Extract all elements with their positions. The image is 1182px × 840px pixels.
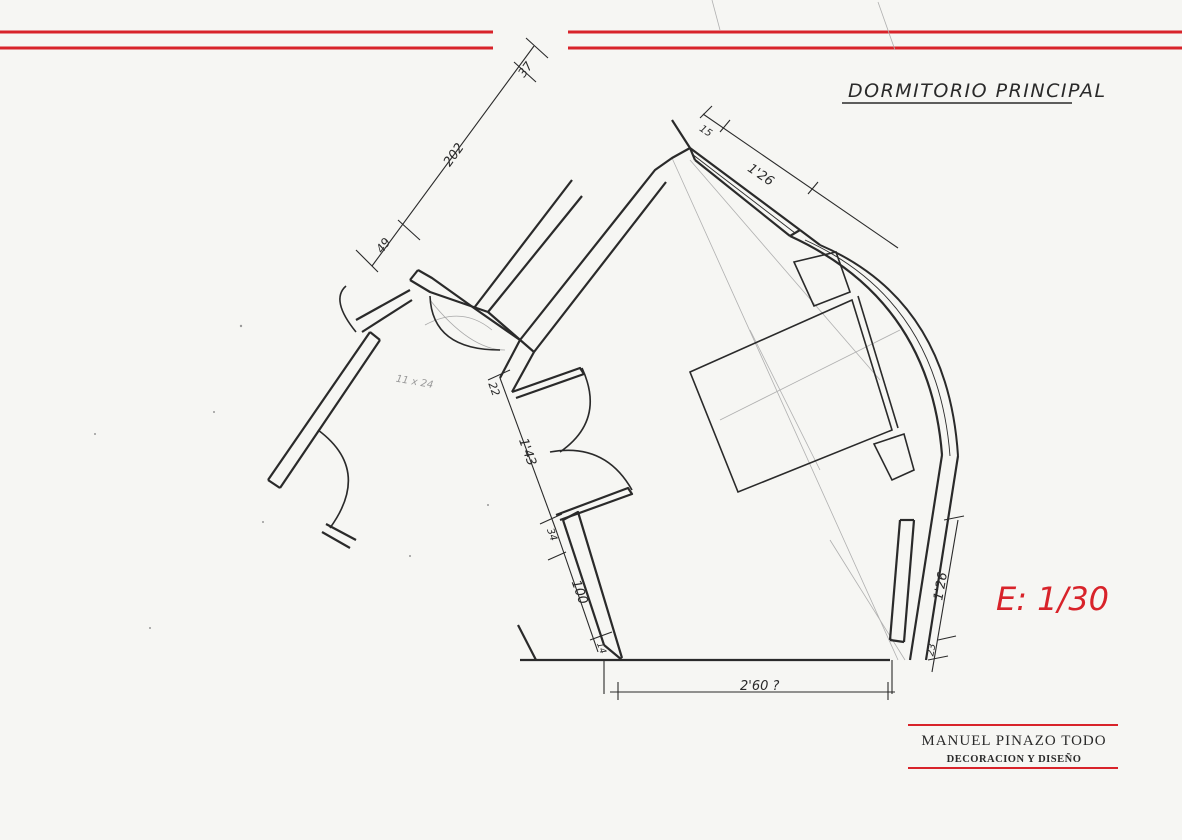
bed [688, 251, 915, 494]
dim-bottom-260: 2'60 ? [740, 679, 780, 694]
pencil-guides [424, 0, 906, 661]
plan-walls [267, 119, 960, 662]
dim-left-14: 14 [594, 641, 607, 655]
header-rules [0, 30, 1182, 50]
dim-right-23: 23 [925, 643, 938, 657]
stray-marks [94, 324, 489, 629]
dim-left-143: 1'43 [515, 436, 539, 468]
author-block: MANUEL PINAZO TODO DECORACION Y DISEÑO [908, 724, 1118, 769]
dim-top-126: 1'26 [744, 161, 776, 189]
dimension-labels: 15 1'26 37 202 49 22 11 x 24 1'43 34 100… [373, 59, 951, 694]
door-swings [317, 285, 633, 529]
dim-left-34: 34 [544, 527, 559, 543]
dim-top-15: 15 [697, 123, 714, 139]
dim-left-100: 100 [568, 578, 591, 606]
author-tagline: DECORACION Y DISEÑO [947, 753, 1082, 765]
pencil-note: 11 x 24 [395, 374, 434, 391]
dim-hall-22: 22 [485, 380, 502, 398]
dim-right-126: 1'26 [931, 571, 951, 602]
dimension-lines [355, 37, 965, 700]
plan-title: DORMITORIO PRINCIPAL [848, 80, 1107, 102]
dim-left-202: 202 [441, 141, 468, 170]
dim-left-37: 37 [515, 59, 536, 80]
scale-label: E: 1/30 [996, 580, 1109, 618]
dim-left-49: 49 [373, 235, 393, 256]
author-name: MANUEL PINAZO TODO [921, 733, 1106, 749]
